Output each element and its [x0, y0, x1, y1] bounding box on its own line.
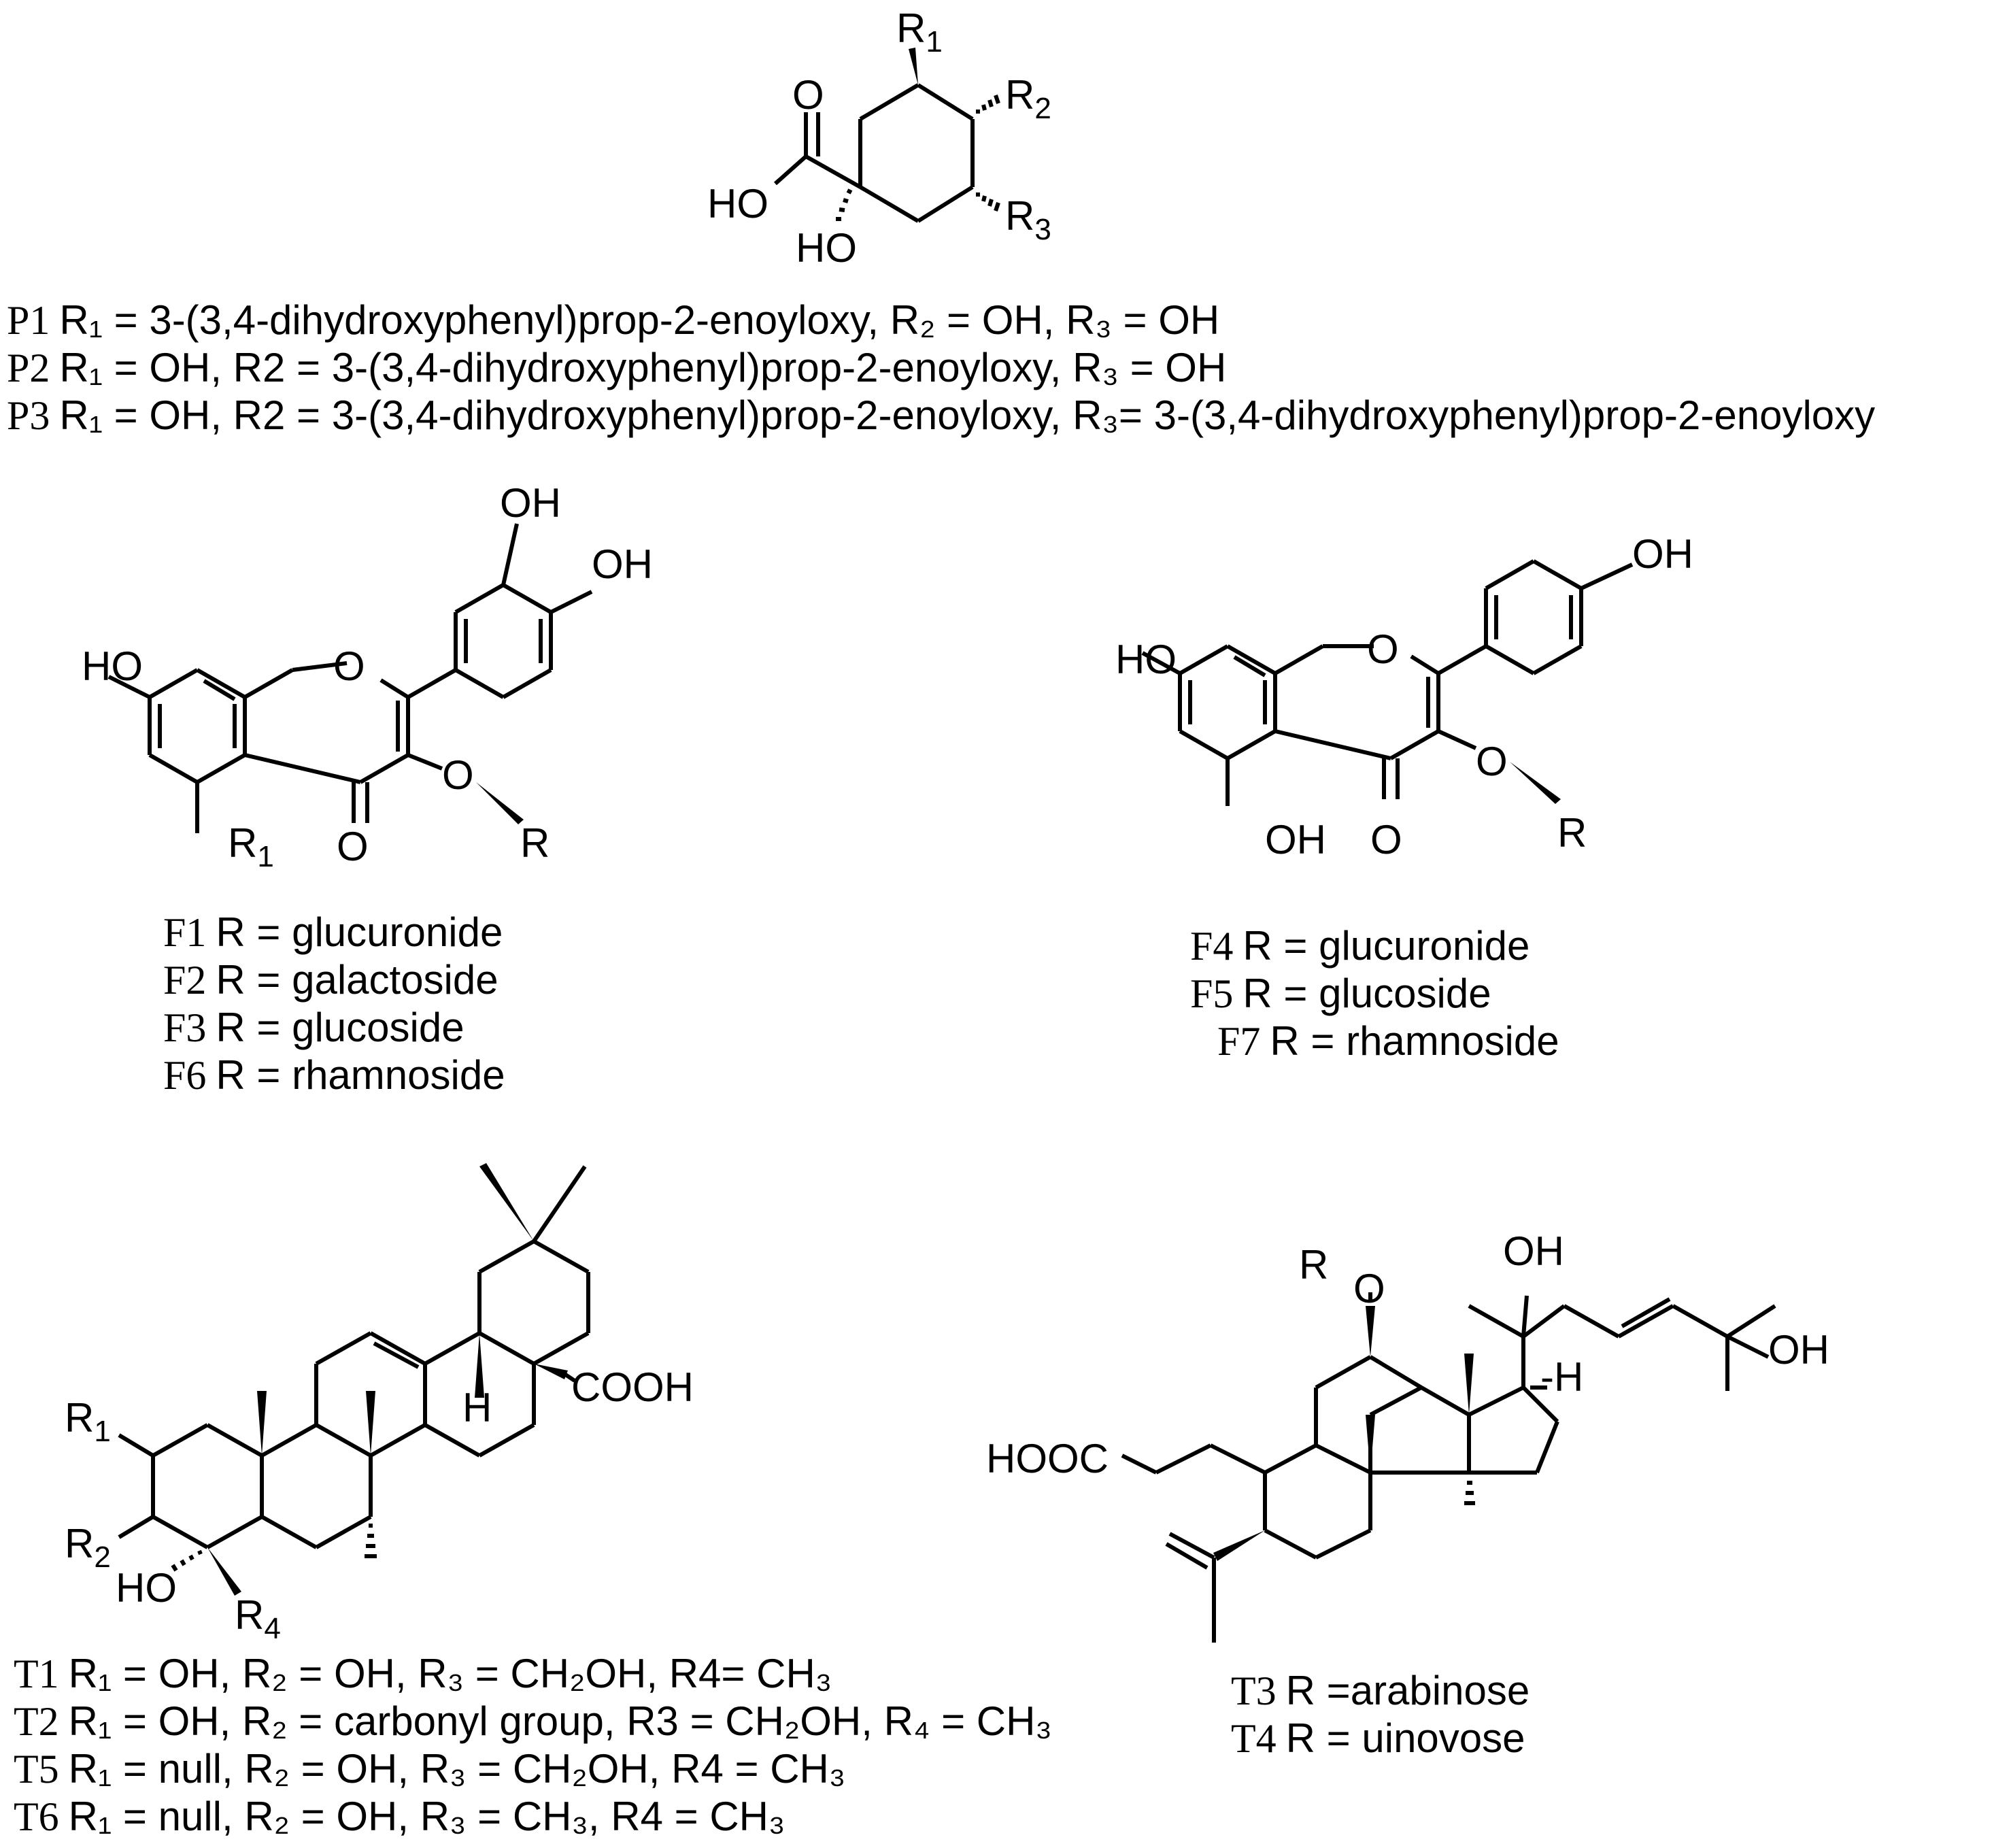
t1-text: R₁ = OH, R₂ = OH, R₃ = CH₂OH, R4= CH₃ [68, 1651, 832, 1696]
flavonol-phenol-structure: OH HO O O O R OH [1115, 531, 1693, 862]
fl-ho-left: HO [82, 643, 143, 689]
t2-text: R₁ = OH, R₂ = carbonyl group, R3 = CH₂OH… [68, 1698, 1052, 1744]
flavonol-catechol-structure: OH OH HO O O O R R1 [82, 480, 653, 873]
f6-text: R = rhamnoside [216, 1052, 505, 1098]
dammarane-structure: R O OH OH -H HOOC [986, 1228, 1829, 1643]
t5-id: T5 [14, 1747, 59, 1792]
f7-id: F7 [1217, 1019, 1261, 1064]
tl-cooh: COOH [571, 1364, 694, 1410]
t4-id: T4 [1231, 1716, 1277, 1761]
f6-id: F6 [163, 1053, 207, 1098]
quinic-acid-structure: R1 R2 R3 O HO HO [707, 5, 1051, 271]
t5-text: R₁ = null, R₂ = OH, R₃ = CH₂OH, R4 = CH₃ [68, 1746, 846, 1792]
t3-text: R =arabinose [1285, 1668, 1530, 1713]
p-r3-label: R3 [1005, 193, 1051, 246]
p3-id: P3 [7, 393, 50, 438]
tr-hooc: HOOC [986, 1436, 1109, 1481]
fl-r1: R1 [228, 820, 274, 873]
f2-text: R = galactoside [216, 957, 498, 1003]
t6-id: T6 [14, 1794, 59, 1839]
f4-id: F4 [1190, 924, 1234, 969]
tl-r1: R1 [65, 1395, 111, 1448]
f3-id: F3 [163, 1005, 207, 1050]
fl-ether-o: O [442, 752, 474, 798]
t2-id: T2 [14, 1699, 59, 1744]
t6-text: R₁ = null, R₂ = OH, R₃ = CH₃, R4 = CH₃ [68, 1794, 785, 1839]
tr-oh-right: OH [1768, 1327, 1829, 1373]
fl-r: R [520, 820, 550, 866]
f1-text: R = glucuronide [216, 909, 503, 955]
t1-id: T1 [14, 1651, 59, 1696]
tl-ho: HO [116, 1565, 177, 1611]
p-carbonyl-o: O [792, 72, 824, 118]
p-r2-label: R2 [1005, 72, 1051, 125]
p-r1-label: R1 [896, 5, 943, 58]
fr-ho-left: HO [1115, 637, 1177, 682]
fr-oh-top: OH [1632, 531, 1693, 577]
t3-id: T3 [1231, 1668, 1277, 1713]
fr-oh-bottom: OH [1265, 817, 1326, 862]
p3-text: R₁ = OH, R2 = 3-(3,4-dihydroxyphenyl)pro… [59, 392, 1876, 438]
f5-text: R = glucoside [1243, 971, 1491, 1016]
f5-id: F5 [1190, 971, 1234, 1016]
oleanane-structure: R1 R2 HO R4 H COOH [65, 1163, 694, 1645]
p1-id: P1 [7, 298, 50, 343]
tr-h: -H [1540, 1354, 1583, 1400]
fr-keto-o: O [1370, 817, 1402, 862]
f1-id: F1 [163, 910, 207, 955]
p2-text: R₁ = OH, R2 = 3-(3,4-dihydroxyphenyl)pro… [59, 345, 1227, 390]
p2-id: P2 [7, 346, 50, 390]
p-hydroxyl-ho: HO [796, 225, 857, 271]
t4-text: R = uinovose [1285, 1715, 1525, 1761]
fr-ring-o: O [1367, 626, 1399, 672]
tr-o: O [1353, 1266, 1385, 1311]
p1-text: R₁ = 3-(3,4-dihydroxyphenyl)prop-2-enoyl… [59, 297, 1220, 343]
p-acid-ho: HO [707, 181, 768, 226]
f3-text: R = glucoside [216, 1005, 464, 1050]
fl-ring-o: O [333, 643, 365, 689]
f2-id: F2 [163, 958, 207, 1003]
tl-r2: R2 [65, 1521, 111, 1574]
tr-r: R [1299, 1242, 1328, 1288]
f4-text: R = glucuronide [1243, 923, 1530, 969]
fl-oh-top: OH [500, 480, 561, 526]
tl-r4: R4 [235, 1592, 281, 1645]
fr-ether-o: O [1476, 739, 1508, 784]
tr-oh-top: OH [1503, 1228, 1564, 1274]
fl-keto-o: O [337, 824, 369, 869]
tl-h: H [462, 1385, 492, 1430]
f7-text: R = rhamnoside [1270, 1018, 1559, 1064]
fr-r: R [1557, 810, 1587, 856]
fl-oh-right: OH [592, 541, 653, 587]
